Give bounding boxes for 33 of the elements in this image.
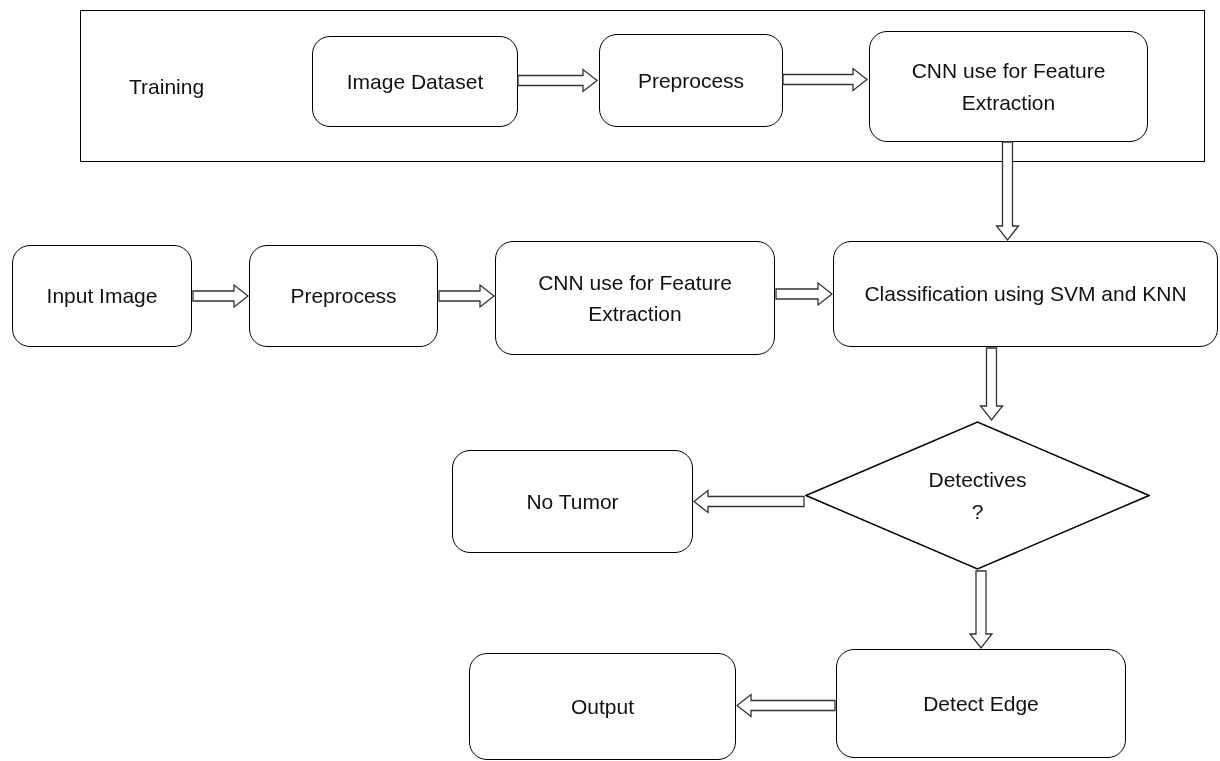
block-arrow: [517, 68, 599, 93]
step-label: Output: [570, 693, 634, 720]
step-label: Classification using SVM and KNN: [864, 281, 1187, 308]
process-box: [452, 450, 693, 553]
block-arrow: [692, 489, 805, 514]
step-label: CNN use for Feature Extraction: [537, 269, 733, 327]
block-arrow: [735, 693, 836, 718]
process-box: [249, 245, 438, 347]
block-arrow: [192, 283, 250, 309]
process-box: [495, 241, 775, 355]
block-arrow: [995, 141, 1020, 242]
step-label: Preprocess: [637, 67, 745, 94]
block-arrow: [979, 347, 1004, 422]
process-box: [599, 34, 783, 127]
decision-label: Detectives ?: [927, 467, 1028, 525]
step-label: No Tumor: [526, 488, 619, 515]
step-label: Image Dataset: [346, 68, 484, 95]
step-label: Preprocess: [290, 283, 397, 310]
step-label: CNN use for Feature Extraction: [910, 58, 1107, 116]
block-arrow: [968, 570, 994, 650]
section-label: Training: [129, 74, 205, 100]
step-label: Detect Edge: [923, 690, 1039, 717]
process-box: [869, 31, 1148, 142]
process-box: [12, 245, 192, 347]
block-arrow: [782, 67, 869, 92]
block-arrow: [438, 283, 496, 309]
process-box: [312, 36, 518, 127]
process-box: [833, 241, 1218, 347]
section-frame: [80, 10, 1205, 162]
process-box: [469, 653, 736, 760]
step-label: Input Image: [46, 283, 158, 310]
block-arrow: [775, 281, 834, 307]
process-box: [836, 649, 1126, 758]
